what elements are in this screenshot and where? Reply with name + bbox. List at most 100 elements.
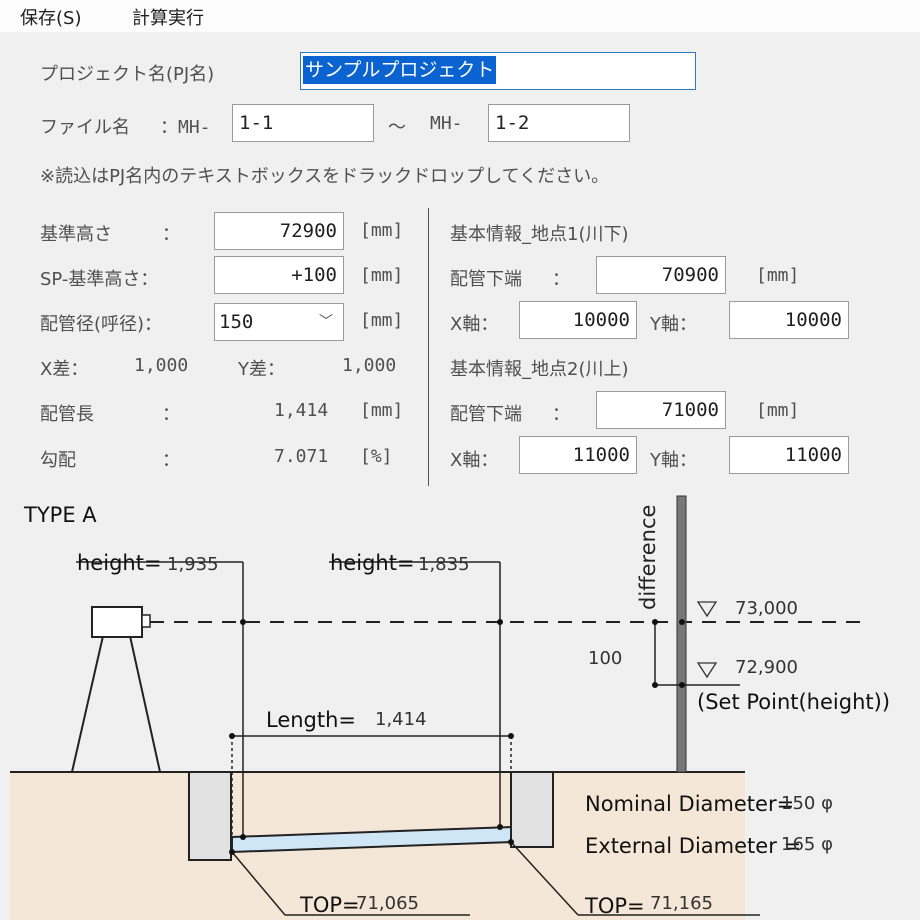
- point2-bottom-label: 配管下端: [450, 404, 522, 425]
- menu-save[interactable]: 保存(S): [20, 8, 82, 29]
- setpoint-label: (Set Point(height)): [697, 690, 890, 714]
- length-label: Length=: [266, 708, 356, 732]
- file-tilde: ～: [388, 117, 406, 138]
- manhole-left: [188, 771, 232, 861]
- x-diff-value: 1,000: [134, 355, 189, 376]
- pipe-left-bottom-dot: [229, 849, 235, 855]
- staff-pole: [676, 495, 687, 773]
- height-1-label: height=: [77, 551, 162, 575]
- project-name-input[interactable]: サンプルプロジェクト: [300, 52, 696, 90]
- base-height-label: 基準高さ: [40, 224, 112, 245]
- external-diameter-label: External Diameter =: [585, 834, 801, 858]
- staff-setpoint-dot: [679, 682, 685, 688]
- sp-height-input[interactable]: +100: [214, 256, 344, 294]
- pipe-length-label: 配管長: [40, 404, 94, 425]
- level-triangle-icon: [696, 662, 718, 679]
- difference-value: 100: [588, 648, 622, 669]
- point1-bottom-label: 配管下端: [450, 269, 522, 290]
- pipe-length-colon: ：: [162, 404, 180, 425]
- sp-height-unit: [mm]: [360, 265, 404, 286]
- drag-drop-note: ※読込はPJ名内のテキストボックスをドラックドロップしてください。: [40, 166, 610, 187]
- top-1-leader: [231, 851, 286, 916]
- top-2-label: TOP=: [584, 894, 645, 918]
- length-left-dot: [229, 733, 235, 739]
- panel-divider: [428, 208, 429, 486]
- point2-bottom-input[interactable]: 71000: [596, 391, 726, 429]
- point1-y-label: Y軸：: [650, 314, 697, 335]
- slope-colon: ：: [162, 450, 180, 471]
- type-a-diagram: difference 100 73,000 72,900 (Set Point(…: [10, 495, 890, 920]
- base-height-unit: [mm]: [360, 220, 404, 241]
- point2-colon: ：: [552, 404, 570, 425]
- type-label: TYPE A: [23, 503, 97, 527]
- level-instrument-body: [91, 606, 143, 638]
- top-1-value: 71,065: [356, 893, 419, 914]
- level-2-value: 72,900: [735, 657, 798, 678]
- x-diff-label: X差：: [40, 359, 89, 380]
- point2-x-input[interactable]: 11000: [519, 436, 637, 474]
- point1-x-label: X軸：: [450, 314, 499, 335]
- file-from-input[interactable]: 1-1: [232, 104, 374, 142]
- base-height-input[interactable]: 72900: [214, 212, 344, 250]
- pipe-length-value: 1,414: [274, 400, 329, 421]
- tripod-leg-right: [129, 635, 161, 773]
- top-2-value: 71,165: [650, 893, 713, 914]
- tripod-leg-left: [71, 635, 104, 773]
- level-triangle-icon: [696, 601, 718, 618]
- diameter-unit: [mm]: [360, 310, 404, 331]
- level-1-value: 73,000: [735, 598, 798, 619]
- file-to-input[interactable]: 1-2: [488, 104, 630, 142]
- length-value: 1,414: [375, 709, 427, 730]
- top-2-leader: [510, 841, 579, 916]
- project-name-label: プロジェクト名(PJ名): [40, 64, 215, 85]
- difference-top-dot: [652, 619, 658, 625]
- nominal-diameter-value: 150 φ: [781, 793, 833, 814]
- height-right-sight-dot: [497, 619, 503, 625]
- point1-y-input[interactable]: 10000: [729, 301, 849, 339]
- nominal-diameter-label: Nominal Diameter=: [585, 792, 794, 816]
- file-name-label: ファイル名: [40, 117, 130, 138]
- point1-x-input[interactable]: 10000: [519, 301, 637, 339]
- slope-value: 7.071: [274, 446, 329, 467]
- y-diff-value: 1,000: [342, 355, 397, 376]
- point1-title: 基本情報_地点1(川下): [450, 224, 629, 245]
- point1-bottom-input[interactable]: 70900: [596, 256, 726, 294]
- point2-title: 基本情報_地点2(川上): [450, 359, 629, 380]
- pipe-right-top-dot: [497, 824, 503, 830]
- point2-unit: [mm]: [756, 400, 800, 421]
- difference-label: difference: [636, 505, 660, 610]
- difference-bottom-dot: [652, 682, 658, 688]
- slope-unit: [%]: [360, 446, 393, 467]
- menu-calculate[interactable]: 計算実行: [132, 8, 204, 29]
- slope-label: 勾配: [40, 450, 76, 471]
- file-prefix-1: ：MH-: [160, 117, 211, 138]
- diameter-label: 配管径(呼径)：: [40, 314, 163, 335]
- file-prefix-2: MH-: [430, 113, 463, 134]
- height-left-sight-dot: [240, 619, 246, 625]
- top-1-label: TOP=: [299, 893, 360, 917]
- sp-height-label: SP-基準高さ：: [40, 269, 159, 290]
- height-1-value: 1,935: [167, 554, 219, 575]
- level-instrument-lens: [141, 614, 151, 628]
- menu-bar: 保存(S) 計算実行: [0, 0, 920, 32]
- base-height-colon: ：: [162, 224, 180, 245]
- point2-x-label: X軸：: [450, 450, 499, 471]
- point1-unit: [mm]: [756, 265, 800, 286]
- point1-colon: ：: [552, 269, 570, 290]
- pipe-right-bottom-dot: [508, 839, 514, 845]
- height-2-value: 1,835: [418, 554, 470, 575]
- pipe-left-top-dot: [240, 834, 246, 840]
- diameter-select[interactable]: 150 ﹀: [214, 303, 344, 341]
- diameter-value: 150: [219, 311, 254, 333]
- point2-y-label: Y軸：: [650, 450, 697, 471]
- pipe-length-unit: [mm]: [360, 400, 404, 421]
- y-diff-label: Y差：: [238, 359, 285, 380]
- length-right-dot: [508, 733, 514, 739]
- chevron-down-icon: ﹀: [319, 314, 333, 330]
- manhole-right: [510, 771, 554, 848]
- project-name-value: サンプルプロジェクト: [303, 56, 497, 84]
- staff-sight-dot: [679, 619, 685, 625]
- external-diameter-value: 165 φ: [781, 834, 833, 855]
- height-2-label: height=: [330, 551, 415, 575]
- point2-y-input[interactable]: 11000: [729, 436, 849, 474]
